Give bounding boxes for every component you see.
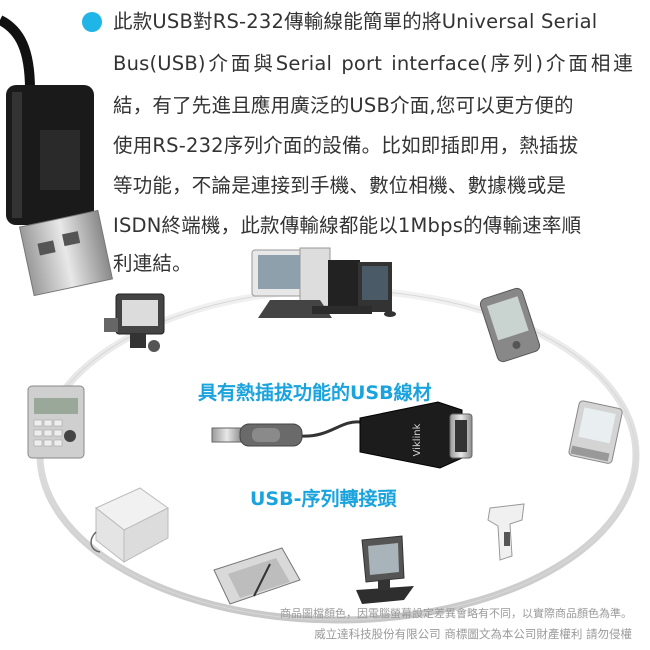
pda-icon xyxy=(479,287,541,363)
color-notice: 商品圖檔顏色，因電腦螢幕設定差異會略有不同，以實際商品顏色為準。 xyxy=(280,607,632,620)
description-line-7: 利連結。 xyxy=(113,252,192,275)
adapter-brand: Viklink xyxy=(412,423,423,456)
usb-serial-adapter-label: USB-序列轉接頭 xyxy=(250,488,397,510)
orbit-ring xyxy=(36,286,640,624)
bullet-icon xyxy=(82,12,102,32)
pos-monitor-icon xyxy=(356,535,414,604)
description-line-4: 使用RS-232序列介面的設備。比如即插即用，熱插拔 xyxy=(113,134,579,157)
description-line-6: ISDN終端機，此款傳輸線都能以1Mbps的傳輸速率順 xyxy=(113,214,582,237)
description-line-3: 結，有了先進且應用廣泛的USB介面,您可以更方便的 xyxy=(113,94,574,117)
description-line-5: 等功能，不論是連接到手機、數位相機、數據機或是 xyxy=(113,174,567,197)
usb-serial-cable-icon: Viklink xyxy=(211,401,473,469)
hotplug-cable-label: 具有熱插拔功能的USB線材 xyxy=(198,382,432,404)
usb-plug-icon xyxy=(0,15,113,297)
router-box-icon xyxy=(90,487,169,564)
pos-terminal-icon xyxy=(27,385,85,459)
copyright-notice: 威立達科技股份有限公司 商標圖文為本公司財產權利 請勿侵權 xyxy=(314,627,632,641)
pocket-pc-icon xyxy=(568,400,623,464)
desktop-computers-icon xyxy=(251,247,396,318)
barcode-scanner-icon xyxy=(487,503,525,561)
graphics-tablet-icon xyxy=(213,547,301,605)
description-line-2: Bus(USB)介面與Serial port interface(序列)介面相連 xyxy=(113,52,633,75)
description-line-1: 此款USB對RS-232傳輸線能簡單的將Universal Serial xyxy=(113,10,598,33)
floodlight-icon xyxy=(104,293,165,352)
